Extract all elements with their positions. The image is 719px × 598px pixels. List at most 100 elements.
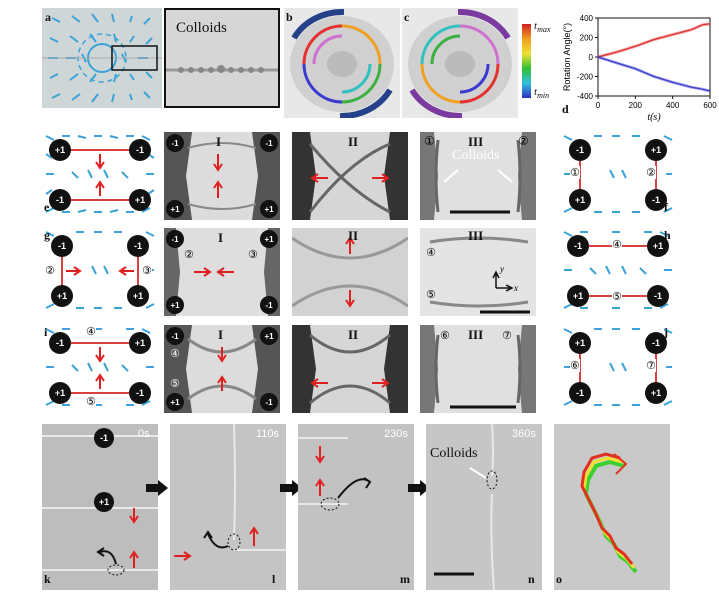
marker-circle: ⑤	[612, 290, 622, 303]
arrow-m-n	[408, 480, 432, 496]
y-tick-label: 0	[589, 53, 594, 62]
colloids-caption: Colloids	[430, 446, 478, 461]
defect-marker: +1	[645, 139, 667, 161]
defect-marker: +1	[645, 382, 667, 404]
micro-row4-I: -1 +1 +1 -1 ④ ⑤ I	[164, 325, 280, 413]
marker-circle: ②	[45, 264, 55, 277]
marker-circle: ②	[184, 248, 194, 261]
micrograph	[426, 424, 542, 590]
marker-circle: ④	[170, 347, 180, 360]
marker-circle: ③	[248, 248, 258, 261]
micrograph	[420, 132, 536, 220]
defect-marker: -1	[647, 285, 669, 307]
x-tick-label: 200	[629, 101, 643, 110]
defect-marker: -1	[129, 139, 151, 161]
marker-circle: ④	[426, 246, 436, 259]
panel-b-rotation: b	[284, 8, 400, 118]
panel-label: e	[44, 200, 50, 214]
defect-marker: +1	[647, 235, 669, 257]
panel-a-director-field: a	[42, 8, 162, 108]
stage-label: II	[348, 134, 359, 149]
defect-marker: +1	[129, 189, 151, 211]
stage-label: III	[468, 327, 484, 342]
marker-circle: ④	[86, 325, 96, 338]
arrow-k-l	[146, 480, 170, 496]
panel-o-trajectory: o	[554, 424, 670, 590]
stage-label: III	[468, 228, 484, 243]
defect-marker: +1	[166, 296, 184, 314]
defect-marker: +1	[49, 139, 71, 161]
defect-marker: -1	[49, 332, 71, 354]
panel-i-schematic: -1 +1 +1 -1 ④ ⑤ i	[42, 325, 158, 410]
panel-k-timelapse: -1 +1 0s k	[42, 424, 158, 590]
panel-g-schematic: -1 +1 -1 +1 ② ③ g	[42, 228, 158, 313]
panel-label: b	[286, 10, 293, 24]
micrograph	[554, 424, 670, 590]
stage-label: II	[348, 327, 359, 342]
defect-marker: +1	[166, 393, 184, 411]
colloids-caption: Colloids	[452, 148, 500, 163]
panel-h-schematic: -1 +1 +1 -1 ④ ⑤ h	[560, 228, 676, 313]
defect-marker: +1	[129, 332, 151, 354]
marker-circle: ⑥	[570, 359, 580, 372]
defect-marker: -1	[166, 230, 184, 248]
rotation-map-image	[290, 8, 394, 118]
colorbar-min-label: tmin	[534, 86, 550, 101]
defect-marker: +1	[569, 332, 591, 354]
panel-label: i	[44, 325, 48, 339]
timestamp: 0s	[138, 428, 150, 440]
panel-e-schematic: +1 -1 -1 +1 e	[42, 132, 158, 217]
panel-m-timelapse: 230s m	[298, 424, 414, 590]
marker-circle: ④	[612, 238, 622, 251]
micrograph	[170, 424, 286, 590]
defect-marker: -1	[260, 134, 278, 152]
panel-l-timelapse: 110s l	[170, 424, 286, 590]
marker-circle: ⑤	[86, 395, 96, 408]
panel-a-zoom: Colloids	[164, 8, 280, 108]
defect-marker: -1	[51, 235, 73, 257]
marker-circle: ①	[570, 166, 580, 179]
defect-marker: +1	[567, 285, 589, 307]
defect-marker: -1	[569, 139, 591, 161]
marker-circle: ⑥	[440, 329, 450, 342]
marker-circle: ③	[142, 264, 152, 277]
panel-label: c	[404, 10, 410, 24]
panel-label: f	[664, 200, 668, 214]
panel-label: d	[562, 102, 569, 116]
panel-label: l	[272, 572, 276, 586]
y-tick-label: 200	[580, 34, 594, 43]
x-tick-label: 400	[666, 101, 680, 110]
x-tick-label: 0	[596, 101, 601, 110]
defect-marker: -1	[260, 296, 278, 314]
defect-marker: -1	[645, 189, 667, 211]
timestamp: 230s	[384, 428, 408, 440]
defect-marker: +1	[260, 327, 278, 345]
colloids-caption: Colloids	[176, 20, 227, 36]
defect-marker: +1	[260, 230, 278, 248]
panel-j-schematic: +1 -1 -1 +1 ⑥ ⑦ j	[560, 325, 676, 410]
defect-marker: +1	[127, 285, 149, 307]
marker-circle: ⑦	[646, 359, 656, 372]
micro-row4-II: II	[292, 325, 408, 413]
marker-circle: ⑤	[426, 288, 436, 301]
micrograph	[420, 325, 536, 413]
director-schematic	[45, 135, 155, 213]
micro-row3-II: II	[292, 228, 408, 316]
defect-marker: -1	[129, 382, 151, 404]
panel-label: j	[664, 325, 668, 339]
defect-marker: -1	[166, 327, 184, 345]
y-tick-label: 400	[580, 14, 594, 23]
micrograph	[298, 424, 414, 590]
micro-row2-II: II	[292, 132, 408, 220]
panel-label: n	[528, 572, 535, 586]
stage-label: I	[218, 327, 224, 342]
timestamp: 110s	[256, 428, 280, 440]
stage-label: II	[348, 228, 359, 243]
defect-marker: -1	[49, 189, 71, 211]
axis-x-label: x	[514, 283, 518, 293]
y-tick-label: -200	[577, 73, 594, 82]
micro-row4-III: ⑥ ⑦ III	[420, 325, 536, 413]
time-colorbar: tmax tmin	[520, 12, 562, 112]
stage-label: I	[216, 134, 222, 149]
